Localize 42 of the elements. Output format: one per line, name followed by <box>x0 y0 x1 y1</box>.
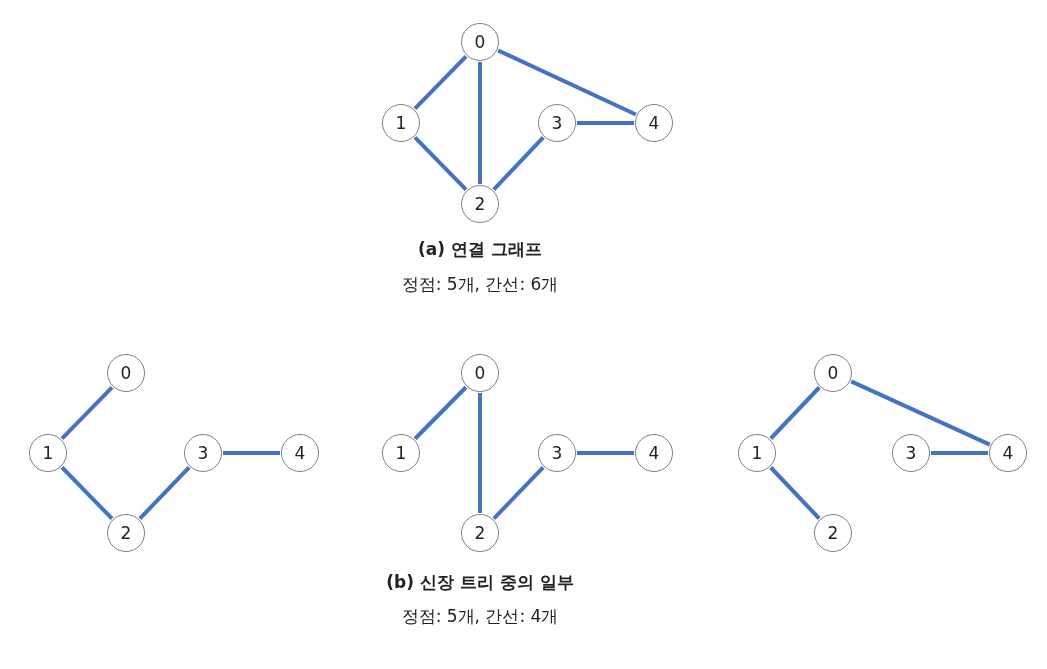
vertex-circle: 1 <box>29 434 67 472</box>
edge-line <box>850 379 991 447</box>
edge-line <box>478 393 482 513</box>
edge-line <box>492 466 545 520</box>
edge-line <box>60 385 114 441</box>
caption-note: 정점: 5개, 간선: 6개 <box>400 273 560 296</box>
vertex-circle: 1 <box>382 434 420 472</box>
edge-line <box>492 136 545 191</box>
vertex-circle: 1 <box>382 104 420 142</box>
edge-line <box>769 386 821 440</box>
edge-line <box>931 451 988 455</box>
vertex-circle: 3 <box>538 434 576 472</box>
vertex-circle: 3 <box>184 434 222 472</box>
edge-line <box>497 48 637 117</box>
vertex-circle: 2 <box>461 514 499 552</box>
vertex-circle: 4 <box>635 104 673 142</box>
vertex-circle: 2 <box>461 185 499 223</box>
caption-heading: (a) 연결 그래프 <box>417 238 543 261</box>
caption-note: 정점: 5개, 간선: 4개 <box>400 605 560 628</box>
edge-line <box>413 385 468 441</box>
vertex-circle: 3 <box>538 104 576 142</box>
vertex-circle: 4 <box>989 434 1027 472</box>
edge-line <box>577 451 634 455</box>
edge-line <box>577 121 634 125</box>
edge-line <box>223 451 280 455</box>
vertex-circle: 4 <box>635 434 673 472</box>
vertex-circle: 0 <box>107 354 145 392</box>
edge-line <box>138 466 191 520</box>
edge-line <box>478 62 482 184</box>
vertex-circle: 0 <box>461 354 499 392</box>
edge-line <box>413 135 468 192</box>
vertex-circle: 0 <box>461 23 499 61</box>
edge-line <box>60 465 114 521</box>
edge-line <box>413 54 468 111</box>
vertex-circle: 2 <box>814 514 852 552</box>
caption-heading: (b) 신장 트리 중의 일부 <box>385 571 575 594</box>
vertex-circle: 0 <box>814 354 852 392</box>
vertex-circle: 1 <box>738 434 776 472</box>
vertex-circle: 3 <box>892 434 930 472</box>
vertex-circle: 2 <box>107 514 145 552</box>
edge-line <box>769 466 821 520</box>
vertex-circle: 4 <box>281 434 319 472</box>
